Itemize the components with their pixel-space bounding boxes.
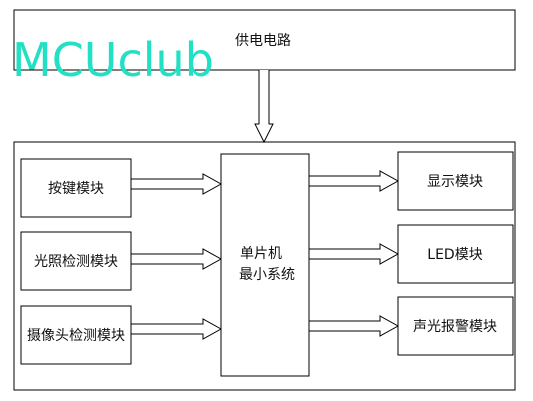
output-label-display: 显示模块: [427, 174, 483, 190]
mcu-label-line1: 单片机: [240, 246, 282, 262]
arrow-mcu-to-display: [308, 170, 400, 192]
input-label-camera: 摄像头检测模块: [27, 328, 125, 344]
power-down-arrow: [254, 70, 274, 144]
input-box-keys: [20, 158, 132, 218]
output-box-led: [397, 224, 514, 284]
output-box-display: [397, 151, 514, 211]
input-box-camera: [20, 305, 132, 365]
input-label-light: 光照检测模块: [34, 254, 118, 270]
watermark-logo: MCUclub: [12, 33, 214, 87]
output-label-alarm: 声光报警模块: [413, 319, 497, 335]
arrow-mcu-to-led: [308, 243, 400, 265]
output-box-alarm: [397, 296, 514, 356]
mcu-box: [220, 153, 310, 377]
arrow-keys-to-mcu: [130, 173, 223, 195]
output-label-led: LED模块: [427, 247, 482, 263]
arrow-camera-to-mcu: [130, 318, 223, 340]
system-frame: [13, 141, 516, 391]
input-label-keys: 按键模块: [48, 181, 104, 197]
arrow-mcu-to-alarm: [308, 315, 400, 337]
power-supply-box: [13, 9, 516, 71]
mcu-label-line2: 最小系统: [239, 267, 295, 283]
arrow-light-to-mcu: [130, 248, 223, 270]
power-supply-label: 供电电路: [235, 33, 291, 49]
